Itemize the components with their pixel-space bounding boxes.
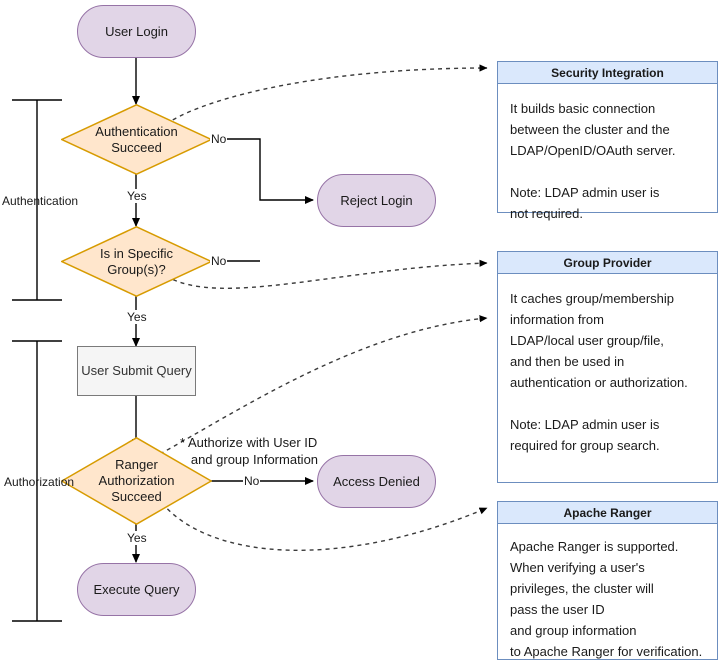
diamond-shape [61, 226, 212, 297]
node-access-denied[interactable]: Access Denied [317, 455, 436, 508]
node-user-submit-query[interactable]: User Submit Query [77, 346, 196, 396]
edge-label-ranger-no: No [243, 474, 261, 488]
edge-label-ranger-yes: Yes [126, 531, 148, 545]
callout-ranger-to-provider [159, 315, 488, 455]
callout-auth-to-security [165, 64, 488, 125]
edge-label-group-yes: Yes [126, 310, 148, 324]
edge-auth-no [196, 138, 314, 204]
diamond-shape [61, 104, 212, 175]
infobox-title: Security Integration [498, 62, 717, 84]
edge-label-group-no: No [210, 254, 228, 268]
infobox-title: Group Provider [498, 252, 717, 274]
bracket-authentication [12, 99, 62, 301]
node-user-login[interactable]: User Login [77, 5, 196, 58]
edge-label-auth-no: No [210, 132, 228, 146]
bracket-label-authentication: Authentication [2, 194, 79, 208]
edge-label-auth-yes: Yes [126, 189, 148, 203]
infobox-body: It builds basic connection between the c… [510, 101, 676, 221]
callout-group-to-provider [165, 259, 488, 289]
node-authentication-succeed[interactable]: Authentication Succeed [61, 104, 212, 175]
annotation-authorize-note: * Authorize with User ID and group Infor… [180, 435, 319, 467]
node-is-in-specific-groups[interactable]: Is in Specific Group(s)? [61, 226, 212, 297]
infobox-body: It caches group/membership information f… [510, 291, 688, 453]
node-reject-login[interactable]: Reject Login [317, 174, 436, 227]
infobox-group-provider[interactable]: Group Provider It caches group/membershi… [497, 251, 718, 483]
infobox-apache-ranger[interactable]: Apache Ranger Apache Ranger is supported… [497, 501, 718, 660]
infobox-body: Apache Ranger is supported. When verifyi… [510, 539, 703, 659]
bracket-label-authorization: Authorization [4, 475, 75, 489]
node-execute-query[interactable]: Execute Query [77, 563, 196, 616]
bracket-authorization [12, 340, 62, 622]
infobox-security-integration[interactable]: Security Integration It builds basic con… [497, 61, 718, 221]
callout-ranger-to-apache [161, 502, 488, 551]
infobox-title: Apache Ranger [498, 502, 717, 524]
diamond-shape [61, 437, 212, 525]
